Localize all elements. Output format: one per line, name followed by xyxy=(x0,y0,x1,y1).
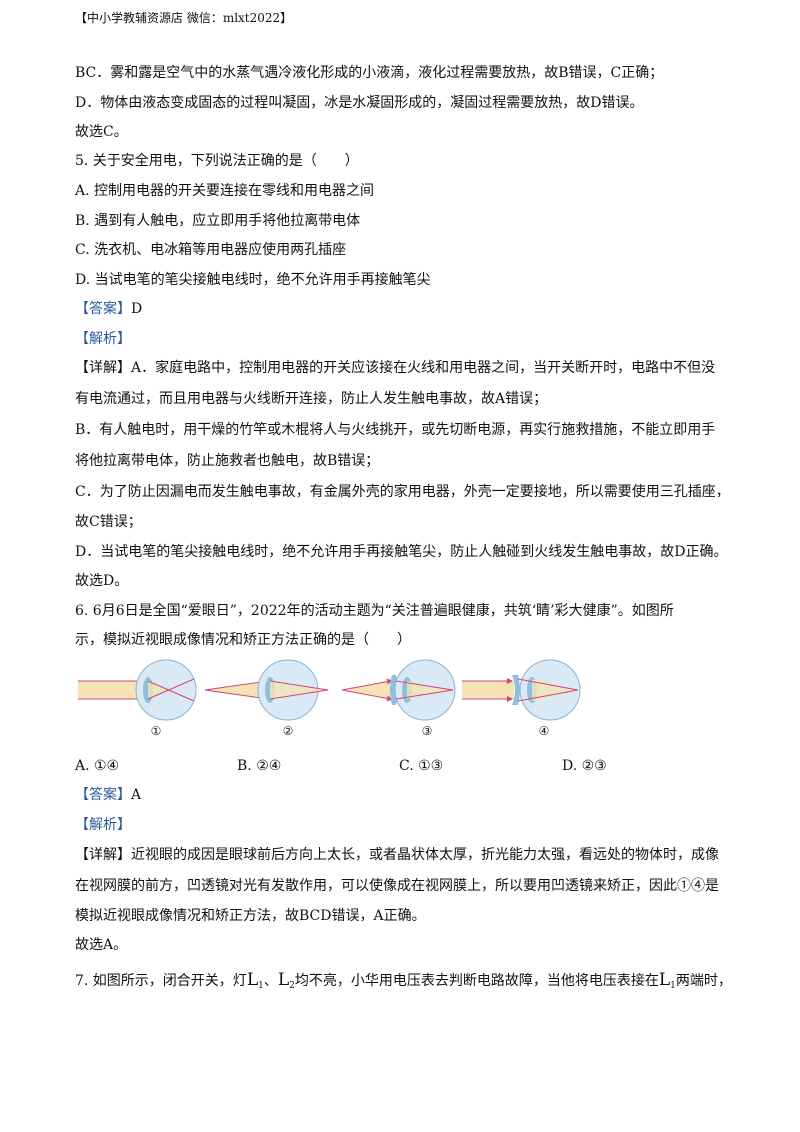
q5-detail-8: 故选D。 xyxy=(75,573,129,589)
eye-diagram-2 xyxy=(204,659,329,721)
q5-option-c: C. 洗衣机、电冰箱等用电器应使用两孔插座 xyxy=(75,242,347,258)
lamp-l1-symbol: L xyxy=(246,970,259,990)
answer-tag: 【答案】 xyxy=(75,301,131,317)
detail-tag: 【详解】 xyxy=(75,847,131,863)
q7-text-1: 7. 如图所示，闭合开关，灯 xyxy=(75,973,247,989)
lamp-l1-subscript: 1 xyxy=(258,981,264,991)
q5-answer: 【答案】D xyxy=(75,299,142,319)
q6-detail-2: 在视网膜的前方，凹透镜对光有发散作用，可以使像成在视网膜上，所以要用凹透镜来矫正… xyxy=(75,878,719,894)
lamp-l2-subscript: 2 xyxy=(289,981,295,991)
eye-diagram-3 xyxy=(341,659,456,721)
lamp-l1-symbol-b: L xyxy=(658,970,671,990)
q6-stem-1: 6. 6月6日是全国“爱眼日”，2022年的活动主题为“关注普遍眼健康，共筑‘睛… xyxy=(75,603,674,619)
q7-text-2: 均不亮，小华用电压表去判断电路故障，当他将电压表接在 xyxy=(294,973,659,989)
q5-detail-2: 有电流通过，而且用电器与火线断开连接，防止人发生触电事故，故A错误； xyxy=(75,391,548,407)
q6-option-b: B. ②④ xyxy=(237,758,282,774)
eye-diagrams xyxy=(78,659,581,721)
q5-detail-6: 故C错误； xyxy=(75,514,142,530)
q5-detail-5: C．为了防止因漏电而发生触电事故，有金属外壳的家用电器，外壳一定要接地，所以需要… xyxy=(75,484,730,500)
q6-analysis-tag: 【解析】 xyxy=(75,817,131,833)
detail-tag: 【详解】 xyxy=(75,360,131,376)
lamp-l2-symbol: L xyxy=(277,970,290,990)
figure-label-1: ① xyxy=(150,724,162,738)
q5-detail-7: D．当试电笔的笔尖接触电线时，绝不允许用手再接触笔尖，防止人触碰到火线发生触电事… xyxy=(75,544,728,560)
q5-detail-3: B．有人触电时，用干燥的竹竿或木棍将人与火线挑开，或先切断电源，再实行施救措施，… xyxy=(75,422,716,438)
q6-stem-2: 示，模拟近视眼成像情况和矫正方法正确的是（ ） xyxy=(75,632,411,648)
detail-text: 近视眼的成因是眼球前后方向上太长，或者晶状体太厚，折光能力太强，看远处的物体时，… xyxy=(131,847,719,863)
q6-detail-3: 模拟近视眼成像情况和矫正方法，故BCD错误，A正确。 xyxy=(75,908,426,924)
q6-detail-1: 【详解】近视眼的成因是眼球前后方向上太长，或者晶状体太厚，折光能力太强，看远处的… xyxy=(75,845,719,865)
q6-option-d: D. ②③ xyxy=(562,758,607,774)
page-header: 【中小学教辅资源店 微信：mlxt2022】 xyxy=(75,11,293,25)
prev-text-3: 故选C。 xyxy=(75,124,128,140)
q7-text-3: 两端时， xyxy=(675,973,732,989)
eye-diagram-1 xyxy=(78,659,197,721)
figure-label-4: ④ xyxy=(538,724,550,738)
q5-option-b: B. 遇到有人触电，应立即用手将他拉离带电体 xyxy=(75,213,361,229)
answer-tag: 【答案】 xyxy=(75,787,131,803)
figure-label-2: ② xyxy=(282,724,294,738)
q5-detail-1: 【详解】A．家庭电路中，控制用电器的开关应该接在火线和用电器之间，当开关断开时，… xyxy=(75,358,715,378)
q5-option-d: D. 当试电笔的笔尖接触电线时，绝不允许用手再接触笔尖 xyxy=(75,272,431,288)
q6-option-c: C. ①③ xyxy=(399,758,444,774)
prev-text-1: BC．雾和露是空气中的水蒸气遇冷液化形成的小液滴，液化过程需要放热，故B错误，C… xyxy=(75,65,664,81)
q6-answer: 【答案】A xyxy=(75,785,141,805)
figure-label-3: ③ xyxy=(421,724,433,738)
answer-value: D xyxy=(131,301,143,317)
eye-diagram-4 xyxy=(462,659,581,721)
prev-text-2: D．物体由液态变成固态的过程叫凝固，冰是水凝固形成的，凝固过程需要放热，故D错误… xyxy=(75,95,644,111)
q5-analysis-tag: 【解析】 xyxy=(75,331,131,347)
q5-option-a: A. 控制用电器的开关要连接在零线和用电器之间 xyxy=(75,183,375,199)
lamp-l1-subscript-b: 1 xyxy=(670,981,676,991)
q5-stem: 5. 关于安全用电，下列说法正确的是（ ） xyxy=(75,153,359,169)
q7-stem: 7. 如图所示，闭合开关，灯L1、L2均不亮，小华用电压表去判断电路故障，当他将… xyxy=(75,970,732,996)
q6-option-a: A. ①④ xyxy=(75,758,120,774)
q6-detail-4: 故选A。 xyxy=(75,937,128,953)
q7-separator: 、 xyxy=(263,973,278,989)
detail-text: A．家庭电路中，控制用电器的开关应该接在火线和用电器之间，当开关断开时，电路中不… xyxy=(131,360,716,376)
answer-value: A xyxy=(131,787,142,803)
q5-detail-4: 将他拉离带电体，防止施救者也触电，故B错误； xyxy=(75,453,380,469)
